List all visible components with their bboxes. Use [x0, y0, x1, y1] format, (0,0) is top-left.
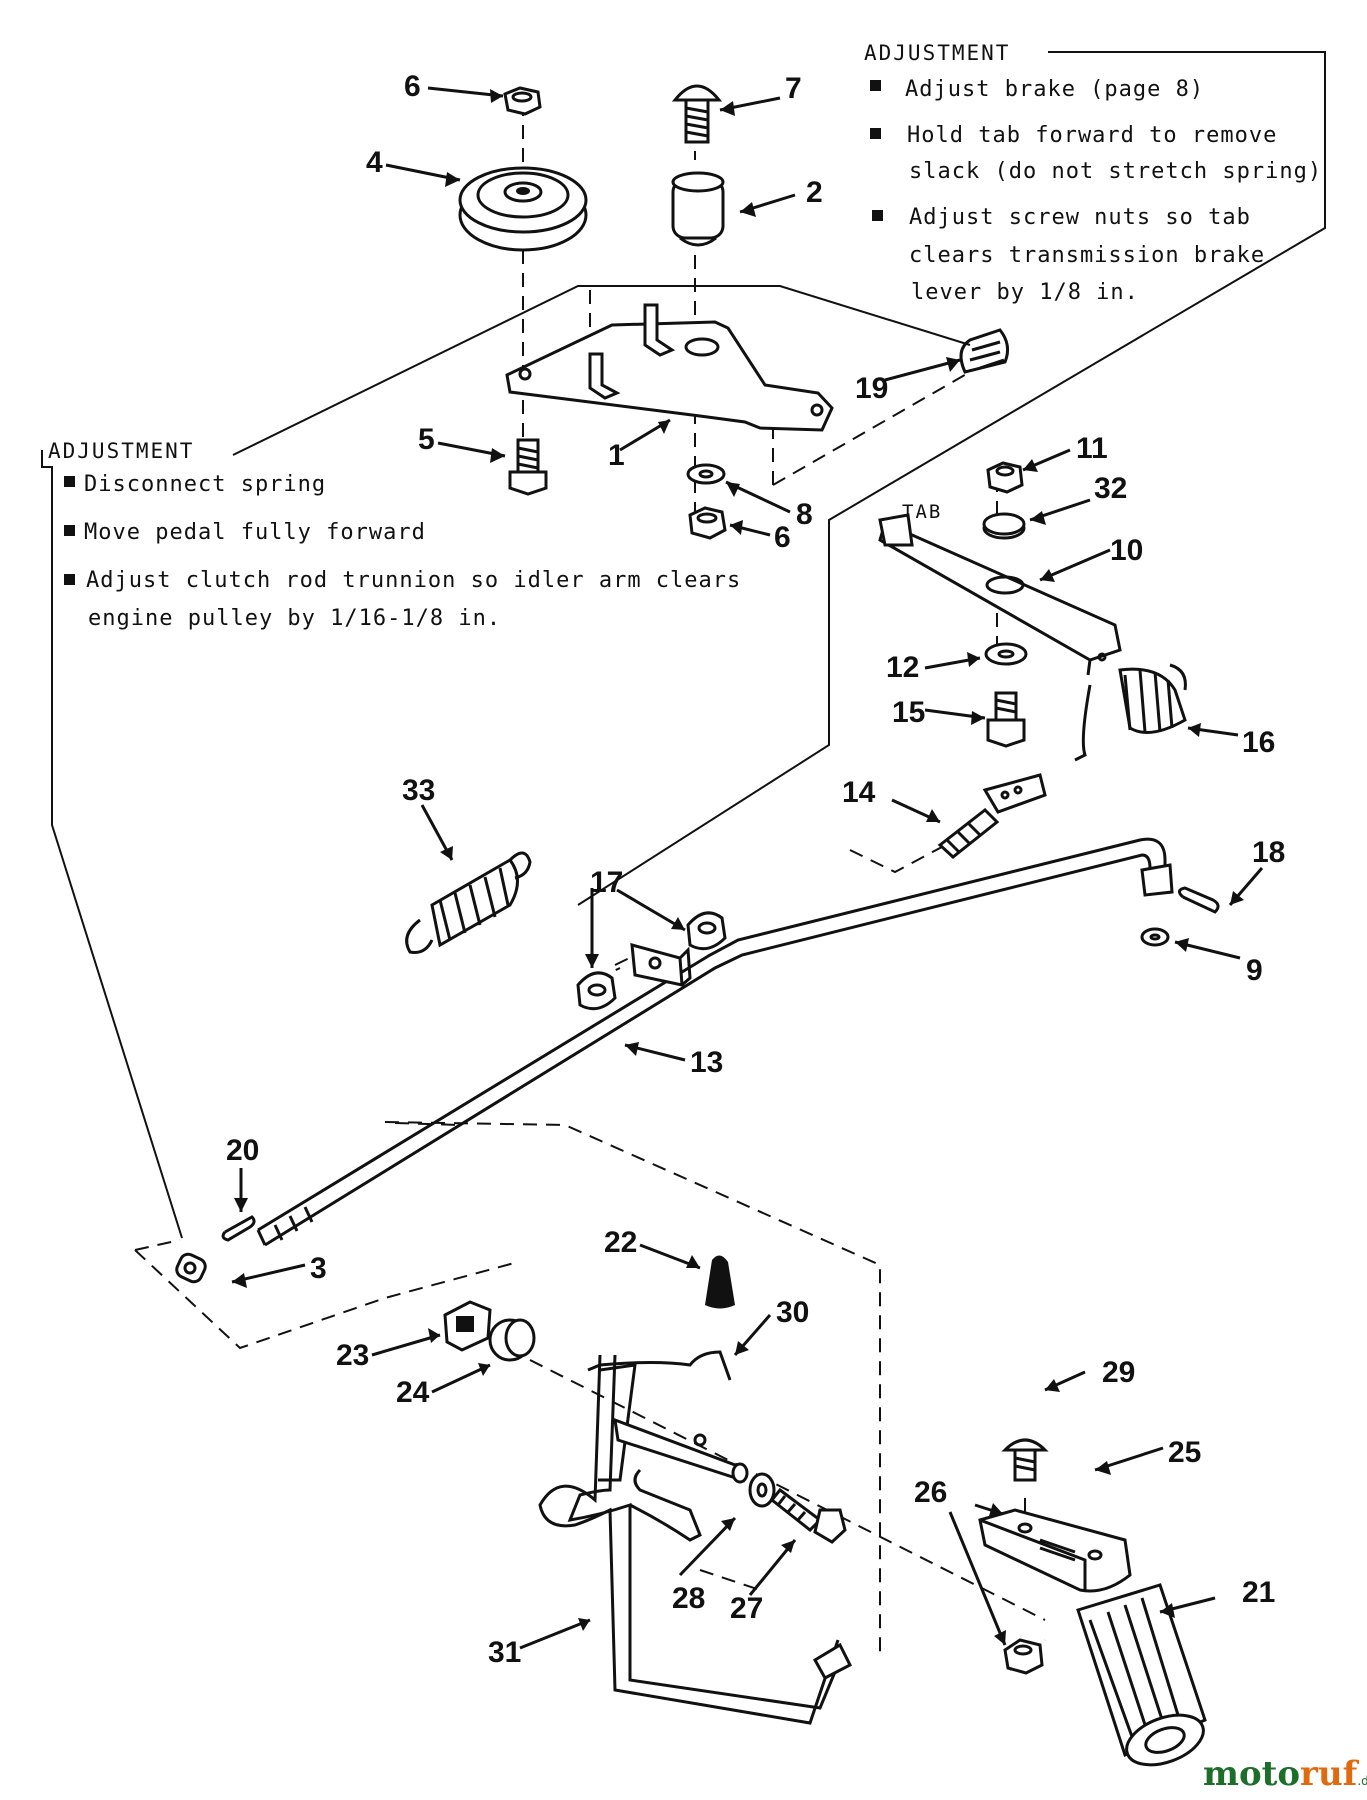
callout-15: 15 — [892, 696, 925, 729]
callout-20: 20 — [226, 1134, 259, 1167]
callout-6-top: 6 — [404, 70, 421, 103]
callout-17: 17 — [590, 866, 623, 899]
part-12-washer — [984, 642, 1028, 666]
watermark-suffix: .de — [1357, 1774, 1367, 1788]
part-26-nut — [1003, 1638, 1044, 1675]
part-22-pad — [705, 1255, 735, 1309]
adjustment-left-line-4: engine pulley by 1/16-1/8 in. — [88, 606, 501, 631]
callout-29: 29 — [1102, 1356, 1135, 1389]
part-17-block — [630, 942, 692, 987]
adjustment-box-top: ADJUSTMENT Adjust brake (page 8) Hold ta… — [577, 41, 1326, 906]
bullet-icon — [64, 476, 75, 487]
adjustment-top-line-1: Adjust brake (page 8) — [905, 77, 1204, 102]
tab-label: TAB — [902, 501, 942, 523]
callout-1: 1 — [608, 439, 625, 472]
callout-11: 11 — [1076, 432, 1108, 465]
part-9-washer — [1140, 927, 1170, 947]
part-15-bolt — [986, 691, 1026, 748]
part-28-washer — [748, 1472, 776, 1508]
watermark: motoruf.de — [1203, 1754, 1367, 1794]
part-24-bushing — [488, 1318, 536, 1362]
part-13-clutch-rod — [256, 837, 1174, 1247]
callout-14: 14 — [842, 776, 876, 809]
part-6-nut-lower — [688, 506, 727, 540]
part-2-spacer — [671, 171, 725, 247]
callout-5: 5 — [418, 423, 435, 456]
part-18-cotter-pin — [1178, 886, 1220, 914]
part-4-pulley — [458, 166, 588, 252]
part-29-bolt — [1001, 1438, 1049, 1482]
watermark-part-b: ruf — [1300, 1754, 1360, 1794]
bullet-icon — [64, 574, 75, 585]
part-30-pedal-shaft — [587, 1350, 749, 1484]
adjustment-left-line-3: Adjust clutch rod trunnion so idler arm … — [86, 568, 741, 593]
svg-text:motoruf.de: motoruf.de — [1203, 1754, 1367, 1794]
callout-12: 12 — [886, 651, 919, 684]
callout-24: 24 — [396, 1376, 430, 1409]
adjustment-top-line-5: clears transmission brake — [909, 243, 1265, 268]
callout-33: 33 — [402, 774, 435, 807]
leader-arrows — [231, 86, 1264, 1650]
callout-9: 9 — [1246, 954, 1263, 987]
callout-27: 27 — [730, 1592, 763, 1625]
part-3-trunnion — [175, 1252, 207, 1284]
adjustment-left-title: ADJUSTMENT — [48, 439, 194, 463]
adjustment-top-title: ADJUSTMENT — [864, 41, 1010, 65]
part-8-washer — [686, 463, 726, 485]
bullet-icon — [870, 128, 881, 139]
part-14-trunnion — [937, 773, 1047, 859]
bullet-icon — [872, 210, 883, 221]
adjustment-top-line-2: Hold tab forward to remove — [907, 123, 1277, 148]
part-20-cotter-pin — [221, 1215, 256, 1242]
callout-21: 21 — [1242, 1576, 1275, 1609]
part-11-nut — [986, 461, 1024, 494]
callout-10: 10 — [1110, 534, 1143, 567]
adjustment-top-line-3: slack (do not stretch spring) — [909, 159, 1322, 184]
part-27-bolt — [769, 1487, 847, 1544]
callout-25: 25 — [1168, 1436, 1201, 1469]
part-33-spring — [405, 851, 532, 954]
callout-3: 3 — [310, 1252, 327, 1285]
part-31-pedal-arm — [538, 1354, 853, 1725]
part-23-clip — [443, 1300, 492, 1352]
callout-7: 7 — [785, 72, 802, 105]
callout-18: 18 — [1252, 836, 1285, 869]
callout-23: 23 — [336, 1339, 369, 1372]
callout-2: 2 — [806, 176, 823, 209]
adjustment-left-line-1: Disconnect spring — [84, 472, 326, 497]
part-7-bolt — [671, 84, 723, 144]
part-5-bolt — [508, 438, 548, 496]
adjustment-top-line-4: Adjust screw nuts so tab — [909, 205, 1251, 230]
callout-19: 19 — [855, 372, 888, 405]
part-1-idler-arm — [505, 303, 834, 432]
callout-4: 4 — [366, 146, 383, 179]
callout-31: 31 — [488, 1636, 521, 1669]
watermark-part-a: moto — [1203, 1754, 1300, 1794]
part-10-tab-plate — [878, 513, 1122, 676]
adjustment-left-line-2: Move pedal fully forward — [84, 520, 426, 545]
callout-30: 30 — [776, 1296, 809, 1329]
callout-6-lower: 6 — [774, 521, 791, 554]
callout-28: 28 — [672, 1582, 705, 1615]
callout-16: 16 — [1242, 726, 1275, 759]
part-17-nut-lower — [576, 971, 617, 1011]
bullet-icon — [64, 525, 75, 536]
callout-26: 26 — [914, 1476, 947, 1509]
part-6-nut-top — [503, 86, 542, 116]
callout-8: 8 — [796, 498, 813, 531]
callout-numbers: 1 2 3 4 5 6 6 7 8 9 10 11 12 13 14 15 16… — [226, 70, 1285, 1669]
callout-22: 22 — [604, 1226, 637, 1259]
bullet-icon — [870, 80, 881, 91]
part-32-washer — [982, 512, 1026, 540]
callout-13: 13 — [690, 1046, 723, 1079]
part-19-spring — [959, 328, 1010, 374]
part-25-bracket — [978, 1508, 1132, 1593]
callout-32: 32 — [1094, 472, 1127, 505]
part-16-spring — [1074, 663, 1187, 762]
part-21-grip — [1076, 1583, 1207, 1767]
adjustment-top-line-6: lever by 1/8 in. — [911, 280, 1139, 305]
adjustment-box-left: ADJUSTMENT Disconnect spring Move pedal … — [41, 285, 971, 1239]
part-17-nut-upper — [686, 911, 727, 951]
